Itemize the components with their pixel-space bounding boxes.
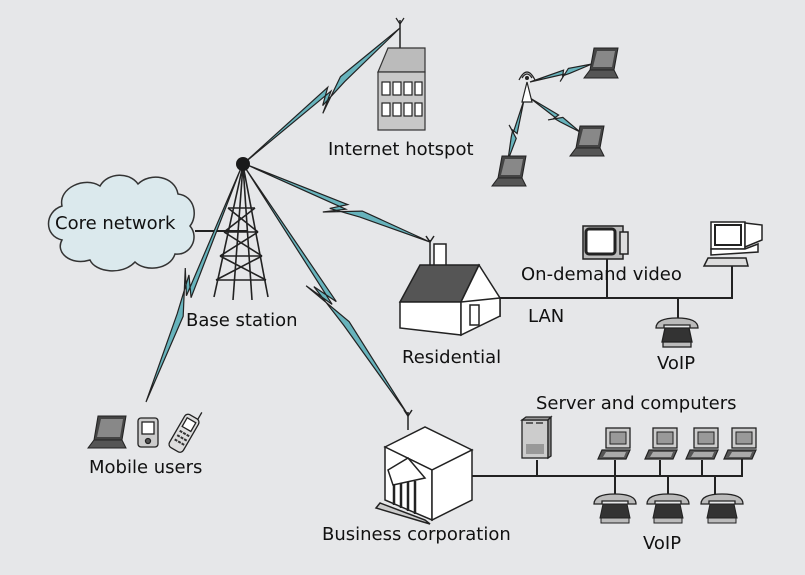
pda-icon — [137, 417, 159, 448]
wireless-link-laptop-1 — [529, 63, 593, 83]
wired-links — [195, 230, 743, 496]
computer-icon — [644, 427, 678, 460]
desktop-computer-icon — [702, 221, 763, 267]
wireless-link-residential — [244, 163, 431, 243]
business-corporation-label: Business corporation — [322, 524, 511, 545]
wireless-link-laptop-3 — [507, 99, 525, 161]
server-icon — [520, 415, 553, 460]
laptop-icon — [583, 47, 619, 79]
wireless-link-business — [243, 165, 409, 416]
voip-residential-label: VoIP — [657, 353, 695, 374]
mobile-users-label: Mobile users — [89, 457, 202, 478]
corporate-lan-line — [472, 458, 743, 477]
computer-icon — [685, 427, 719, 460]
lan-line — [500, 266, 733, 299]
television-icon — [582, 225, 629, 260]
laptop-icon — [569, 125, 605, 157]
residential-label: Residential — [402, 347, 501, 368]
core-network-label: Core network — [55, 213, 176, 234]
voip-phone-icon — [646, 493, 690, 524]
voip-phone-icon — [593, 493, 637, 524]
base-station-tower-icon — [213, 164, 269, 301]
wireless-link-mobile — [145, 167, 242, 403]
server-and-computers-label: Server and computers — [536, 393, 737, 414]
computer-icon — [723, 427, 757, 460]
on-demand-video-label: On-demand video — [521, 264, 682, 285]
lan-label: LAN — [528, 306, 564, 327]
wireless-access-point-icon — [518, 71, 536, 103]
core-network-cloud — [47, 174, 195, 272]
voip-phone-icon — [655, 317, 699, 348]
business-building-icon — [374, 409, 474, 525]
residential-house-icon — [398, 235, 501, 337]
voip-phone-icon — [700, 493, 744, 524]
hotspot-building-icon — [377, 17, 426, 131]
wireless-link-laptop-2 — [529, 97, 581, 133]
base-station-antenna-dot — [236, 157, 250, 171]
laptop-icon — [491, 155, 527, 187]
mobile-laptop-icon — [87, 415, 127, 449]
voip-business-label: VoIP — [643, 533, 681, 554]
wireless-links — [145, 27, 593, 416]
mobile-phone-icon — [168, 412, 203, 453]
computer-icon — [597, 427, 631, 460]
base-station-label: Base station — [186, 310, 298, 331]
internet-hotspot-label: Internet hotspot — [328, 139, 474, 160]
